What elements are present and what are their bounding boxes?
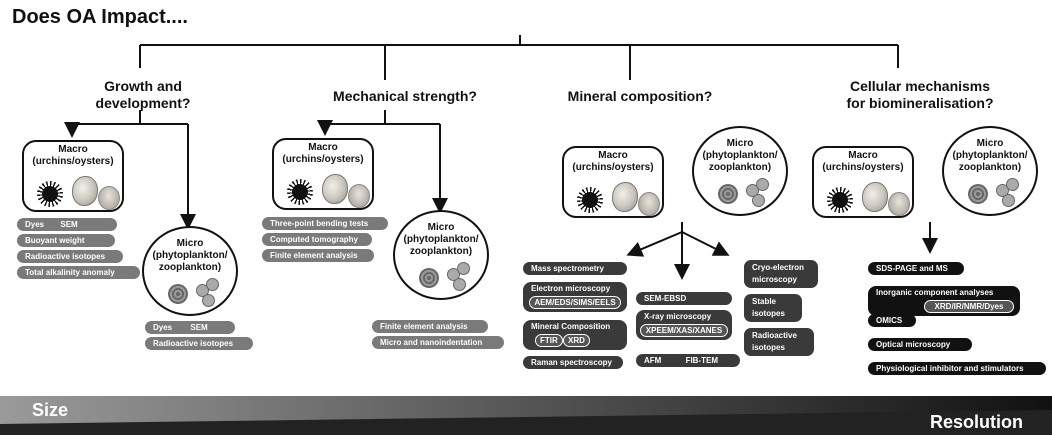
growth-micro-circle: Micro (phytoplankton/ zooplankton) [142,226,238,316]
method-ftir: FTIR [535,334,563,347]
method-radioactive-isotopes-micro: Radioactive isotopes [145,337,253,350]
method-inorganic-label: Inorganic component analyses [876,288,994,297]
method-sem-ebsd: SEM-EBSD [636,292,732,305]
method-computed-tomography: Computed tomography [262,233,372,246]
method-dyes-sem-micro: Dyes SEM [145,321,235,334]
coccolith-icon [202,294,215,307]
size-label: Size [32,400,69,420]
method-dyes-sem: Dyes SEM [17,218,117,231]
coccolith-icon [756,178,769,191]
category-growth: Growth and development? [95,78,191,111]
mineral-macro-box: Macro (urchins/oysters) [562,146,664,218]
method-xrd: XRD [563,334,590,347]
micro-label: Micro (phytoplankton/ zooplankton) [952,138,1028,173]
cellular-macro-box: Macro (urchins/oysters) [812,146,914,218]
method-mineral-composition: Mineral Composition FTIR XRD [523,320,627,350]
method-dyes: Dyes [25,220,45,229]
method-electron-label: Electron microscopy [531,284,611,293]
macro-label: Macro (urchins/oysters) [822,150,904,173]
method-afm: AFM [644,356,662,365]
plankton-icon [168,284,188,304]
method-afm-fibtem: AFM FIB-TEM [636,354,740,367]
method-inorganic-analyses: Inorganic component analyses XRD/IR/NMR/… [868,286,1020,316]
growth-macro-box: Macro (urchins/oysters) [22,140,124,212]
shell-icon [638,192,660,216]
method-omics: OMICS [868,314,916,327]
coccolith-icon [206,278,219,291]
method-dyes: Dyes [153,323,173,332]
method-optical-microscopy: Optical microscopy [868,338,972,351]
category-cellular: Cellular mechanisms for biomineralisatio… [846,78,994,111]
oyster-icon [72,176,98,206]
method-cryo-em: Cryo-electron microscopy [744,260,818,288]
shell-icon [98,186,120,210]
method-radioactive-isotopes-mineral: Radioactive isotopes [744,328,814,356]
micro-label: Micro (phytoplankton/ zooplankton) [403,222,479,257]
method-mineral-label: Mineral Composition [531,322,611,331]
method-mass-spectrometry: Mass spectrometry [523,262,627,275]
method-raman: Raman spectroscopy [523,356,623,369]
mech-micro-circle: Micro (phytoplankton/ zooplankton) [393,210,489,300]
shell-icon [888,192,910,216]
mech-macro-box: Macro (urchins/oysters) [272,138,374,210]
coccolith-icon [457,262,470,275]
plankton-icon [419,268,439,288]
method-xrd-ir-nmr: XRD/IR/NMR/Dyes [924,300,1014,313]
urchin-icon [827,187,853,213]
shell-icon [348,184,370,208]
page-title: Does OA Impact.... [12,6,188,28]
coccolith-icon [453,278,466,291]
coccolith-icon [1002,194,1015,207]
method-xray-microscopy: X-ray microscopy XPEEM/XAS/XANES [636,310,732,340]
plankton-icon [718,184,738,204]
oyster-icon [612,182,638,212]
method-aem-eds: AEM/EDS/SIMS/EELS [529,296,621,309]
method-nanoindentation: Micro and nanoindentation [372,336,504,349]
macro-label: Macro (urchins/oysters) [32,144,114,167]
micro-label: Micro (phytoplankton/ zooplankton) [152,238,228,273]
oyster-icon [862,182,888,212]
method-sds-page: SDS-PAGE and MS [868,262,964,275]
cellular-micro-circle: Micro (phytoplankton/ zooplankton) [942,126,1038,216]
urchin-icon [287,179,313,205]
category-mechanical: Mechanical strength? [333,88,477,104]
resolution-label: Resolution [930,412,1023,432]
macro-label: Macro (urchins/oysters) [572,150,654,173]
method-total-alkalinity: Total alkalinity anomaly [17,266,140,279]
method-three-point-bending: Three-point bending tests [262,217,388,230]
method-finite-element: Finite element analysis [262,249,374,262]
method-electron-microscopy: Electron microscopy AEM/EDS/SIMS/EELS [523,282,627,312]
method-xpeem: XPEEM/XAS/XANES [640,324,728,337]
urchin-icon [37,181,63,207]
mineral-micro-circle: Micro (phytoplankton/ zooplankton) [692,126,788,216]
method-fib-tem: FIB-TEM [685,356,718,365]
method-stable-isotopes: Stable isotopes [744,294,802,322]
plankton-icon [968,184,988,204]
coccolith-icon [752,194,765,207]
method-sem: SEM [60,220,78,229]
category-mineral: Mineral composition? [567,88,713,104]
method-xray-label: X-ray microscopy [644,312,712,321]
micro-label: Micro (phytoplankton/ zooplankton) [702,138,778,173]
method-physiological: Physiological inhibitor and stimulators [868,362,1046,375]
method-finite-element-micro: Finite element analysis [372,320,488,333]
urchin-icon [577,187,603,213]
method-sem: SEM [190,323,208,332]
oyster-icon [322,174,348,204]
method-radioactive-isotopes: Radioactive isotopes [17,250,123,263]
coccolith-icon [1006,178,1019,191]
macro-label: Macro (urchins/oysters) [282,142,364,165]
method-buoyant-weight: Buoyant weight [17,234,115,247]
